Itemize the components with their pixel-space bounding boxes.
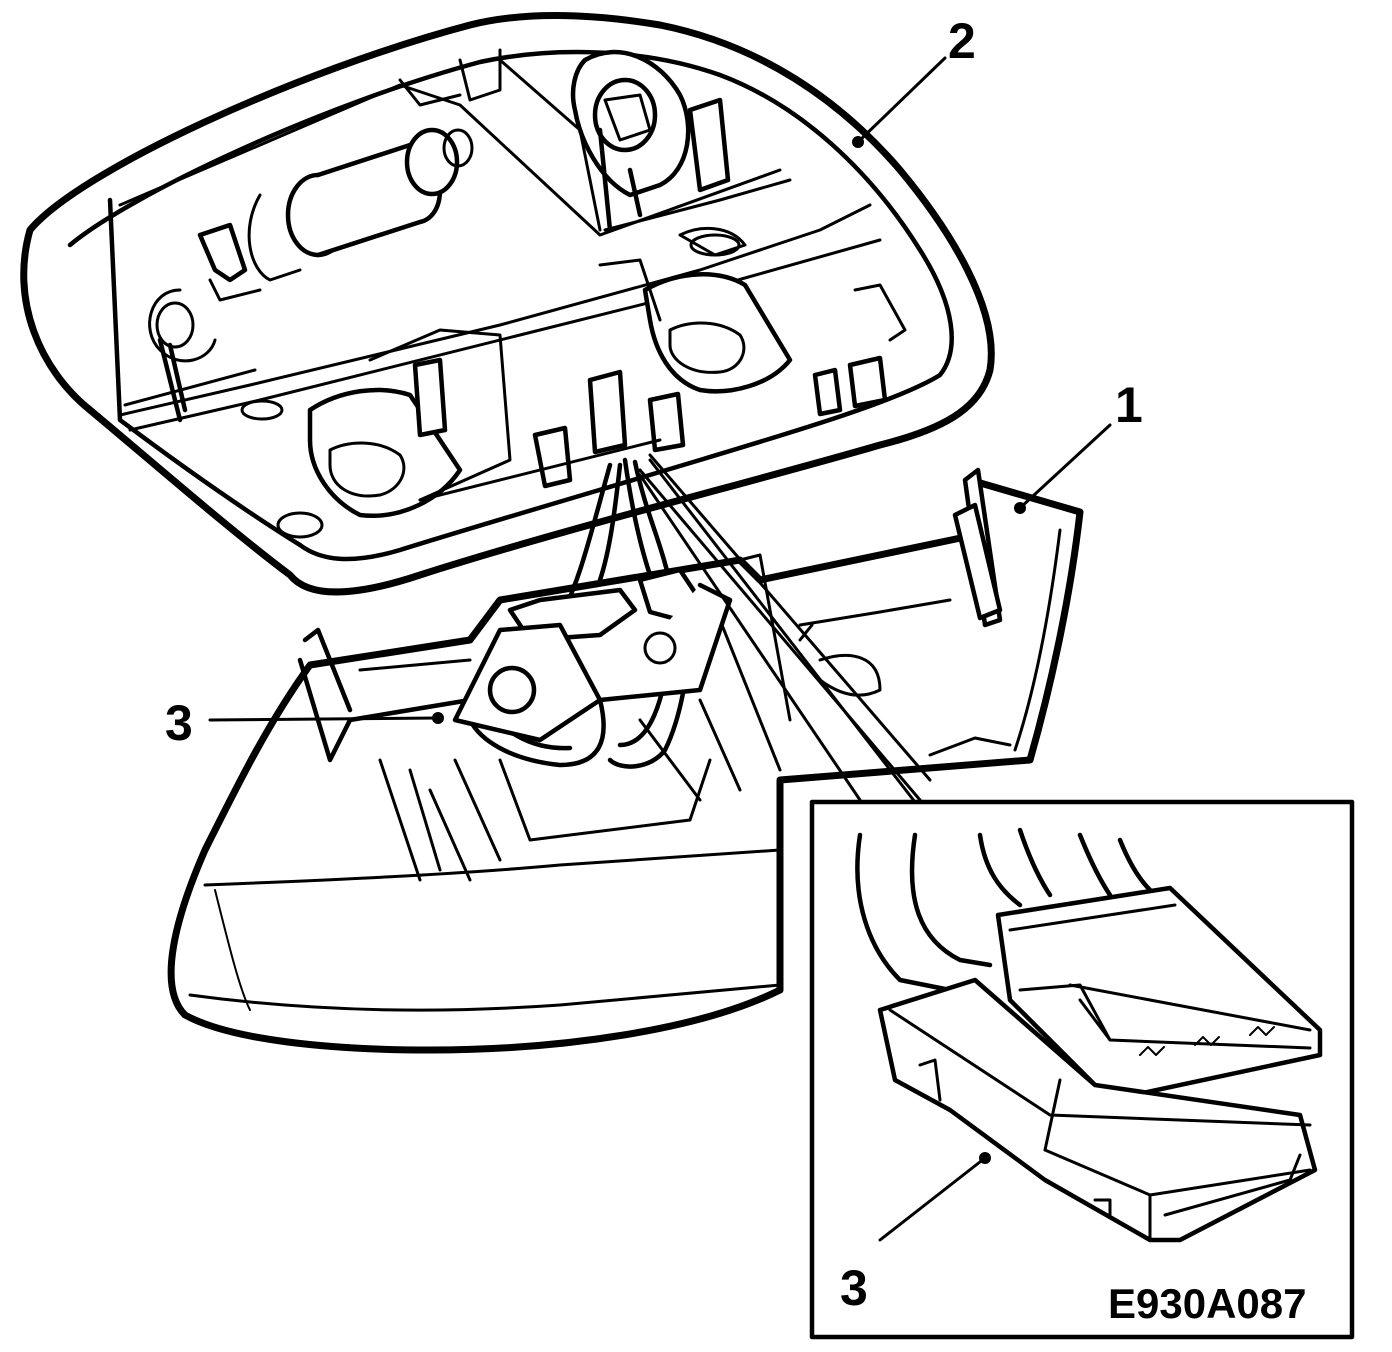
callout-leaders [208, 56, 1112, 1242]
callout-label-3-main: 3 [165, 695, 193, 751]
part-3-harness-connector [452, 453, 932, 802]
callout-label-1: 1 [1115, 377, 1143, 433]
figure-code: E930A087 [1108, 1280, 1307, 1327]
part-2-lamp-unit [20, 12, 995, 596]
callout-label-3-inset: 3 [840, 1260, 868, 1316]
detail-inset [638, 458, 1355, 1340]
callout-label-2: 2 [948, 13, 976, 69]
